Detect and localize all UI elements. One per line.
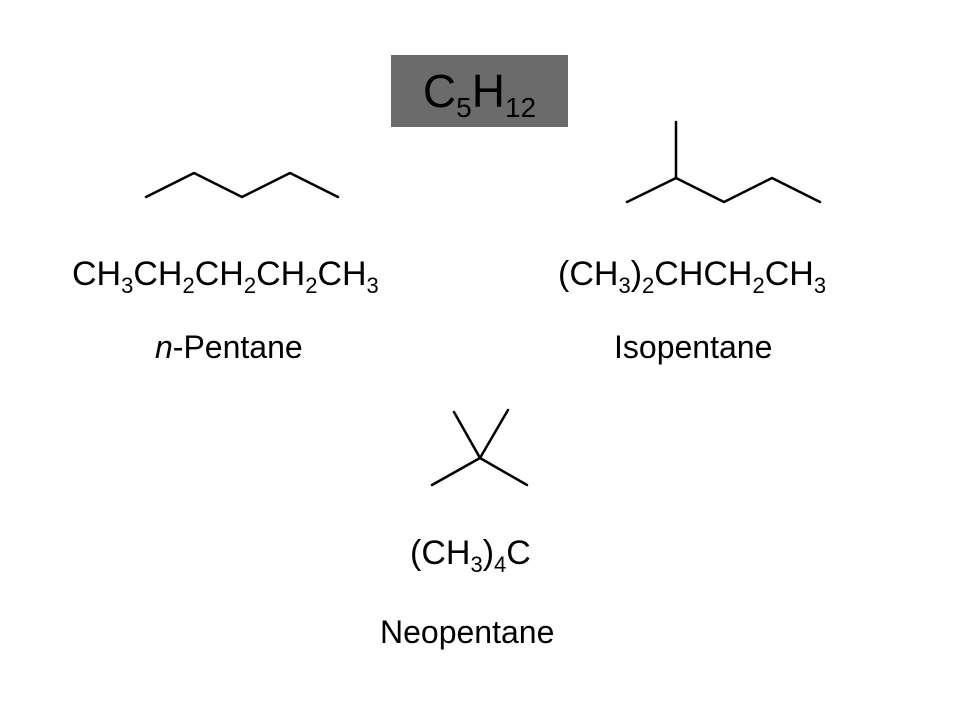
neopentane-name: Neopentane [380, 614, 555, 650]
formula-part: (CH [558, 255, 619, 293]
formula-subscript: 3 [618, 273, 631, 298]
molecular-formula-title: C5H12 [391, 55, 568, 127]
formula-part: CH [133, 255, 183, 293]
formula-part: C [506, 534, 531, 572]
formula-part: CH [256, 255, 306, 293]
formula-part: CH [317, 255, 367, 293]
formula-subscript: 3 [813, 273, 827, 298]
formula-subscript: 2 [182, 273, 195, 298]
n-pentane-bond-chain [144, 171, 340, 199]
formula-subscript: 3 [366, 273, 379, 298]
n-pentane-condensed-formula: CH3CH2CH2CH2CH3 [72, 254, 379, 297]
isopentane-name: Isopentane [614, 329, 773, 365]
n-pentane-name-rest: -Pentane [172, 329, 303, 365]
neopentane-bond-lower-left [430, 456, 482, 487]
formula-subscript: 2 [752, 273, 765, 298]
formula-subscript: 2 [305, 273, 318, 298]
title-c-subscript: 5 [456, 92, 472, 123]
formula-part: CH [194, 255, 244, 293]
formula-subscript: 2 [243, 273, 257, 298]
title-h: H [471, 65, 505, 117]
formula-part: ) [630, 255, 643, 293]
formula-part: CH [72, 255, 122, 293]
neopentane-bond-lower-right [478, 456, 529, 487]
formula-part: CHCH [654, 255, 753, 293]
isopentane-bond-chain [625, 176, 822, 204]
formula-part: CH [764, 255, 814, 293]
isopentane-skeleton [625, 120, 822, 204]
neopentane-bond-upper-right [478, 408, 510, 460]
n-pentane-name: n-Pentane [155, 327, 303, 367]
isopentane-condensed-formula: (CH3)2CHCH2CH3 [558, 254, 826, 297]
title-c: C [422, 65, 457, 117]
neopentane-skeleton [430, 408, 529, 487]
neopentane-condensed-formula: (CH3)4C [410, 533, 531, 576]
formula-subscript: 2 [642, 273, 655, 298]
formula-part: (CH [410, 534, 471, 572]
n-pentane-skeleton [144, 171, 340, 199]
formula-subscript: 3 [121, 273, 134, 298]
n-pentane-name-prefix: n [155, 329, 173, 365]
formula-subscript: 4 [494, 552, 507, 577]
title-h-subscript: 12 [504, 92, 537, 123]
neopentane-bond-upper-left [452, 410, 482, 460]
formula-part: ) [482, 534, 495, 572]
formula-subscript: 3 [470, 552, 483, 577]
